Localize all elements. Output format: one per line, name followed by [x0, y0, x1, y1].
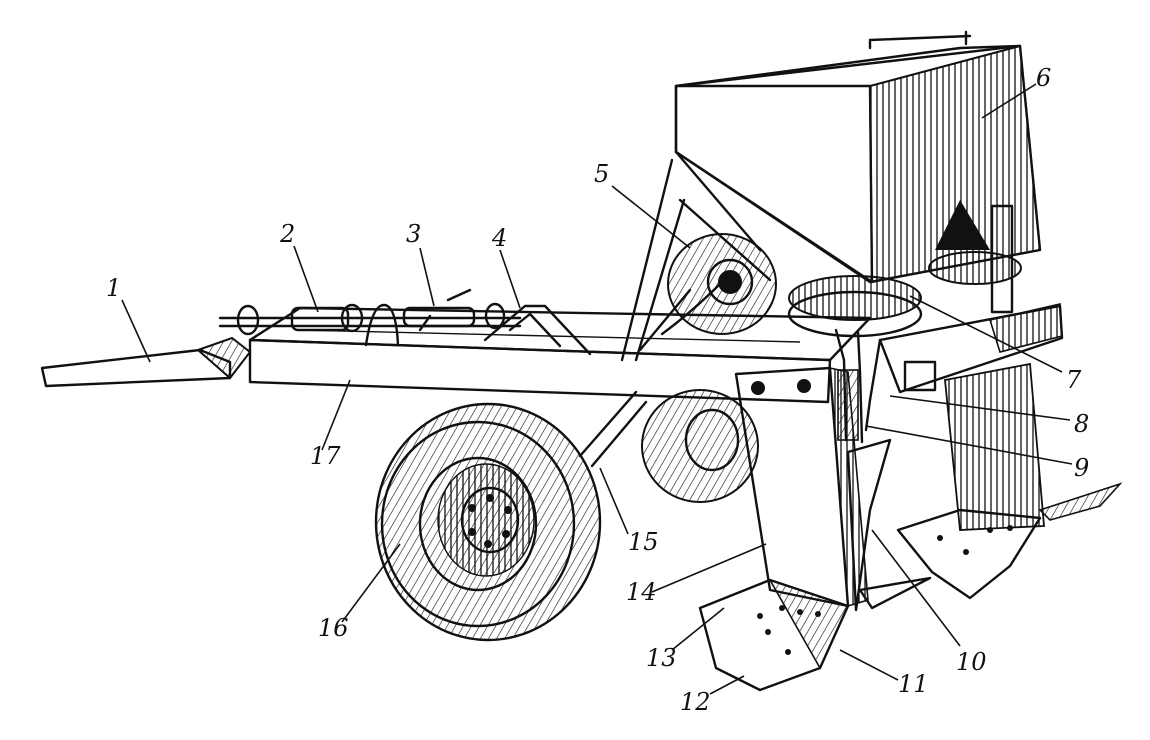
callout-1: 1 [106, 274, 122, 302]
front-wheel [374, 402, 602, 642]
callout-15: 15 [628, 528, 659, 556]
coulter-assembly [698, 366, 932, 692]
callout-7: 7 [1066, 366, 1082, 394]
callout-13: 13 [646, 644, 677, 672]
drive-pulley [660, 233, 777, 336]
callout-9: 9 [1074, 454, 1090, 482]
callout-14: 14 [626, 578, 657, 606]
callout-6: 6 [1036, 64, 1052, 92]
callout-10: 10 [956, 648, 987, 676]
callout-11: 11 [898, 670, 929, 698]
hopper [674, 30, 1042, 314]
callout-4: 4 [492, 224, 508, 252]
callout-5: 5 [594, 160, 610, 188]
drive-shaft [218, 288, 522, 347]
callout-17: 17 [310, 442, 341, 470]
rear-coulter [896, 362, 1123, 600]
rear-wheel [641, 389, 759, 503]
callout-16: 16 [318, 614, 349, 642]
callout-12: 12 [680, 688, 711, 716]
callout-2: 2 [280, 220, 296, 248]
wheel-strut [578, 390, 648, 468]
bracket [483, 304, 592, 356]
distributor-disc [787, 251, 1022, 338]
callout-3: 3 [406, 220, 422, 248]
leader-lines [121, 83, 1073, 695]
hitch-plate [40, 336, 252, 388]
callout-8: 8 [1074, 410, 1090, 438]
